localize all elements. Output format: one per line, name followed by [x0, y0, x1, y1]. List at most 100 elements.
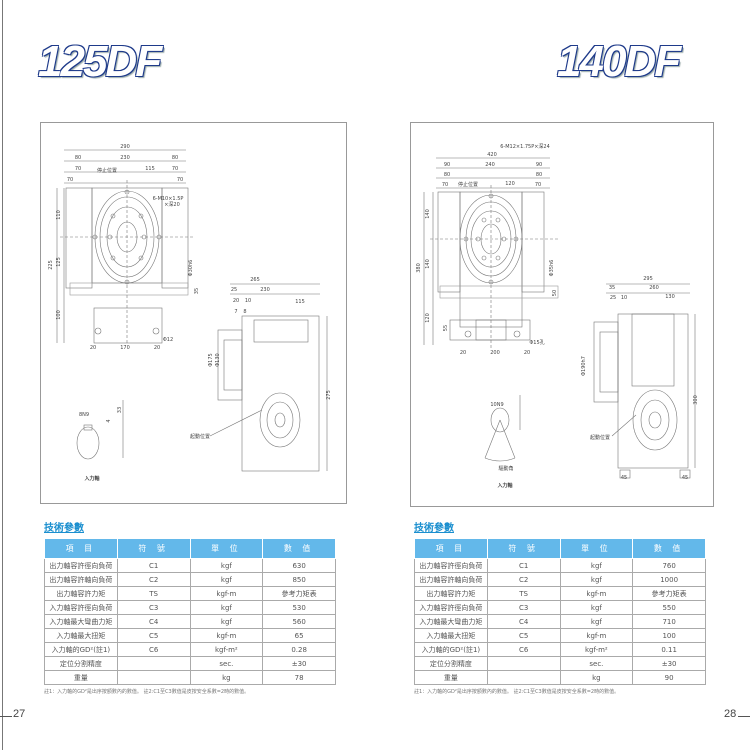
- table-cell: C5: [116, 628, 191, 643]
- left-side-view: [209, 283, 328, 472]
- table-cell: 參考力矩表: [262, 586, 336, 601]
- table-cell: TS: [116, 586, 191, 601]
- dimension-label: 295: [643, 276, 653, 282]
- dimension-label: 380: [416, 263, 422, 273]
- left-page-number: 27: [13, 708, 26, 720]
- right-drawing-frame: [410, 122, 714, 507]
- table-cell: C6: [116, 642, 191, 657]
- dimension-label: 120: [425, 313, 431, 323]
- dimension-label: ×深20: [164, 201, 180, 208]
- dimension-label: 225: [48, 260, 54, 270]
- table-cell: 出力軸容許徑向負荷: [44, 558, 118, 573]
- table-cell: 重量: [44, 670, 118, 685]
- left-input-shaft-detail: [76, 400, 124, 460]
- table-cell: [486, 670, 561, 685]
- right-input-shaft-detail: [484, 395, 521, 462]
- table-cell: kgf: [189, 614, 264, 629]
- dimension-label: 停止位置: [458, 181, 478, 188]
- dimension-label: 265: [250, 277, 260, 283]
- table-cell: 出力軸容許軸向負荷: [414, 572, 488, 587]
- left-drawing-frame: [40, 122, 347, 504]
- dimension-label: 200: [490, 350, 500, 356]
- table-cell: 入力軸最大扭矩: [414, 628, 488, 643]
- table-cell: C4: [486, 614, 561, 629]
- table-cell: kgf: [559, 572, 634, 587]
- left-note: 註1：入力軸的GD²是出序按額數內的數值。 註2:C1至C3數值是皮按安全系數=…: [44, 689, 250, 695]
- right-section-title: 技術參數: [414, 523, 454, 534]
- table-cell: 定位分割精度: [414, 656, 488, 671]
- dimension-label: Φ15孔: [529, 339, 544, 346]
- column-header: 項 目: [44, 538, 118, 559]
- dimension-label: Φ190h7: [581, 356, 587, 376]
- left-front-view: [56, 149, 195, 345]
- dimension-label: 20: [460, 350, 466, 356]
- table-cell: 入力軸最大彎曲力矩: [44, 614, 118, 629]
- table-cell: kgf: [559, 614, 634, 629]
- table-cell: kgf: [559, 600, 634, 615]
- table-cell: 65: [262, 628, 336, 643]
- table-cell: C2: [116, 572, 191, 587]
- table-cell: 530: [262, 600, 336, 615]
- page-edge-line: [2, 0, 3, 750]
- table-cell: 出力軸容許徑向負荷: [414, 558, 488, 573]
- dimension-label: 20: [90, 345, 96, 351]
- dimension-label: 90: [536, 162, 542, 168]
- model-name: 125DF: [38, 37, 162, 86]
- table-cell: 0.28: [262, 642, 336, 657]
- dimension-label: 25: [231, 287, 237, 293]
- dimension-label: 70: [172, 166, 178, 172]
- dimension-label: 70: [67, 177, 73, 183]
- table-cell: C3: [116, 600, 191, 615]
- table-cell: C1: [116, 558, 191, 573]
- dimension-label: 100: [56, 310, 62, 320]
- table-cell: kgf: [189, 600, 264, 615]
- dimension-label: 6-M10×1.5P: [153, 196, 184, 202]
- table-cell: C5: [486, 628, 561, 643]
- dimension-label: 起動位置: [590, 434, 610, 441]
- dimension-label: 230: [120, 155, 130, 161]
- dimension-label: 70: [177, 177, 183, 183]
- dimension-label: 45: [682, 475, 688, 481]
- table-cell: 入力軸容許徑向負荷: [44, 600, 118, 615]
- left-section-title: 技術參數: [44, 523, 84, 534]
- table-cell: C6: [486, 642, 561, 657]
- dimension-label: 115: [295, 299, 305, 305]
- column-header: 符 號: [116, 538, 191, 559]
- dimension-label: 45: [621, 475, 627, 481]
- table-cell: 560: [262, 614, 336, 629]
- dimension-label: 20: [524, 350, 530, 356]
- left-page-line: [0, 716, 12, 717]
- dimension-label: 420: [487, 152, 497, 158]
- table-cell: TS: [486, 586, 561, 601]
- right-page-number: 28: [724, 708, 737, 720]
- table-cell: 重量: [414, 670, 488, 685]
- table-header-row: 項 目符 號單 位數 值: [44, 538, 336, 559]
- dimension-label: 110: [56, 210, 62, 220]
- dimension-label: 70: [442, 182, 448, 188]
- model-type: 凸緣型: [164, 43, 193, 79]
- column-header: 單 位: [189, 538, 264, 559]
- dimension-label: 停止位置: [97, 167, 117, 174]
- table-cell: [116, 670, 191, 685]
- table-cell: 出力軸容許力矩: [414, 586, 488, 601]
- dimension-label: Φ12: [163, 337, 173, 343]
- dimension-label: 300: [693, 395, 699, 405]
- dimension-label: 驅動角: [498, 465, 513, 472]
- right-note: 註1：入力軸的GD²是出序按額數內的數值。 註2:C1至C3數值是皮按安全系數=…: [414, 689, 620, 695]
- dimension-label: 25: [610, 295, 616, 301]
- dimension-label: 8N9: [79, 412, 89, 418]
- table-cell: 入力軸的GD²(註1): [414, 642, 488, 657]
- column-header: 項 目: [414, 538, 488, 559]
- dimension-label: 80: [172, 155, 178, 161]
- dimension-label: 10: [621, 295, 627, 301]
- table-cell: C2: [486, 572, 561, 587]
